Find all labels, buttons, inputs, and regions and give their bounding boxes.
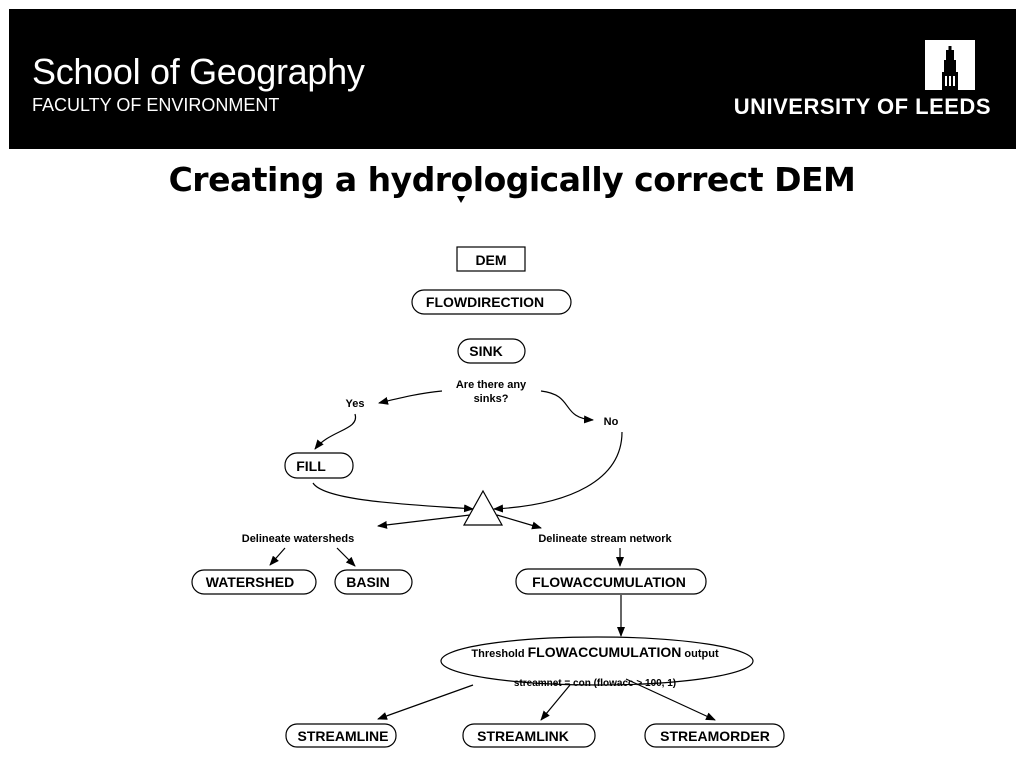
question-line2: sinks? xyxy=(474,393,509,405)
watershed-label: WATERSHED xyxy=(206,574,294,590)
delineate-watersheds-label: Delineate watersheds xyxy=(242,533,355,545)
arrow-to-stream-network xyxy=(496,514,542,530)
university-name: UNIVERSITY OF LEEDS xyxy=(733,94,991,119)
streamorder-label: STREAMORDER xyxy=(660,728,770,744)
arrow-to-streamline xyxy=(377,684,474,720)
arrow-no-to-triangle xyxy=(493,431,623,513)
arrow-yes-to-fill xyxy=(314,413,357,450)
tower-icon xyxy=(942,46,958,90)
delineate-stream-network-label: Delineate stream network xyxy=(538,533,672,545)
faculty-name: FACULTY OF ENVIRONMENT xyxy=(32,95,280,115)
arrow-to-no xyxy=(540,390,594,424)
arrow-fill-to-triangle xyxy=(312,482,474,513)
sink-label: SINK xyxy=(469,343,502,359)
streamline-node: STREAMLINE xyxy=(285,723,397,748)
header-banner xyxy=(9,9,1016,149)
sink-node: SINK xyxy=(457,338,526,364)
streamlink-node: STREAMLINK xyxy=(462,723,596,748)
no-label: No xyxy=(604,416,619,428)
arrow-to-watersheds xyxy=(377,514,471,529)
streamline-label: STREAMLINE xyxy=(298,728,389,744)
school-name: School of Geography xyxy=(32,51,365,92)
title-marker-icon xyxy=(457,196,465,203)
threshold-label: Threshold FLOWACCUMULATION output xyxy=(471,644,719,660)
dem-label: DEM xyxy=(475,252,506,268)
flowdirection-node: FLOWDIRECTION xyxy=(411,289,572,315)
dem-node: DEM xyxy=(456,246,526,272)
fill-label: FILL xyxy=(296,458,326,474)
fill-node: FILL xyxy=(284,452,354,479)
slide-title: Creating a hydrologically correct DEM xyxy=(168,160,856,199)
watershed-node: WATERSHED xyxy=(191,569,317,595)
streamorder-node: STREAMORDER xyxy=(644,723,785,748)
arrow-to-streamlink xyxy=(540,684,571,721)
flowaccumulation-label: FLOWACCUMULATION xyxy=(532,574,686,590)
merge-triangle-icon xyxy=(462,489,504,526)
university-logo xyxy=(925,40,975,90)
question-line1: Are there any xyxy=(456,379,527,391)
basin-label: BASIN xyxy=(346,574,390,590)
arrow-to-streamorder xyxy=(625,678,716,721)
arrow-to-yes xyxy=(378,390,443,405)
flowdirection-label: FLOWDIRECTION xyxy=(426,294,544,310)
yes-label: Yes xyxy=(346,398,365,410)
flowaccumulation-node: FLOWACCUMULATION xyxy=(515,568,707,595)
basin-node: BASIN xyxy=(334,569,413,595)
streamlink-label: STREAMLINK xyxy=(477,728,569,744)
threshold-node: Threshold FLOWACCUMULATION output xyxy=(440,636,754,686)
streamnet-formula: streamnet = con (flowacc > 100, 1) xyxy=(514,678,676,689)
arrow-to-basin xyxy=(336,547,356,567)
arrow-to-watershed xyxy=(269,547,286,566)
